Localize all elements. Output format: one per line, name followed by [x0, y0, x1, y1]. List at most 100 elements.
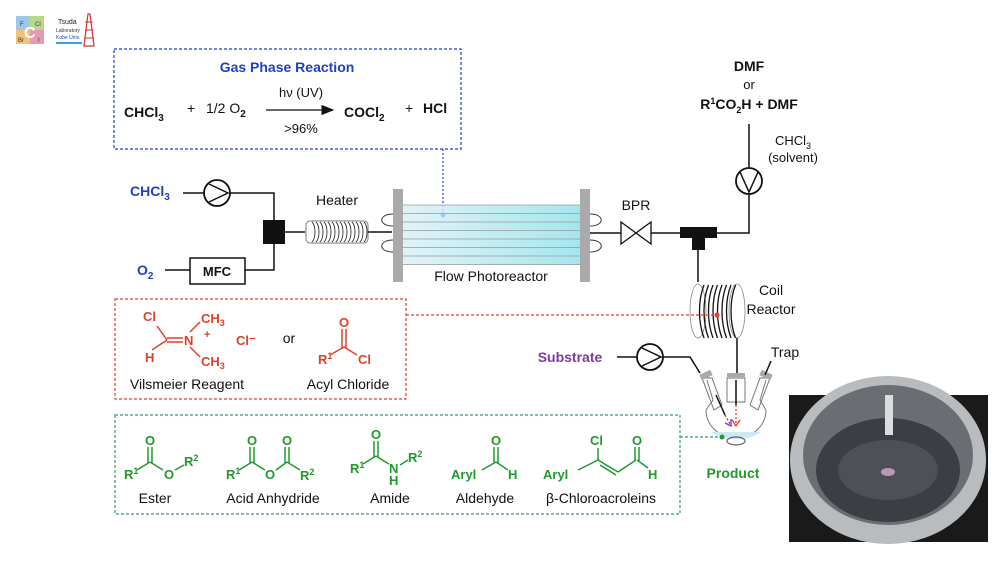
- solvent-label: (solvent): [768, 150, 818, 165]
- reagent-dmf: DMF: [734, 58, 765, 74]
- bpr-valve: BPR: [590, 193, 750, 282]
- svg-text:H: H: [648, 467, 657, 482]
- logo-cell-cl: [30, 16, 44, 30]
- photoreactor-label: Flow Photoreactor: [434, 268, 548, 284]
- reagent-feed: DMF or R1CO2H + DMF CHCl3 (solvent): [700, 58, 818, 195]
- product-amide: Amide: [370, 490, 410, 506]
- svg-text:H: H: [389, 473, 398, 488]
- logo-i: I: [38, 38, 40, 44]
- logo-cl: Cl: [35, 22, 41, 28]
- svg-text:Cl: Cl: [590, 433, 603, 448]
- svg-text:N: N: [389, 461, 398, 476]
- reactant-o2: 1/2 O2: [206, 100, 246, 120]
- gas-phase-reaction-box: Gas Phase Reaction CHCl3 + 1/2 O2 COCl2 …: [113, 48, 462, 218]
- solvent-chcl3: CHCl3: [775, 133, 811, 151]
- svg-text:R2: R2: [408, 449, 422, 465]
- svg-text:CH3: CH3: [201, 354, 225, 371]
- vilsmeier-structure: Cl H N + CH3 CH3 Cl⁻: [143, 309, 256, 371]
- coil-label-2: Reactor: [746, 301, 795, 317]
- mfc-box: [189, 257, 246, 285]
- svg-text:Cl⁻: Cl⁻: [236, 333, 256, 348]
- substrate-label: Substrate: [538, 349, 603, 365]
- logo-underline: [56, 42, 82, 44]
- anhydride-structure: O R1 O O R2: [226, 433, 314, 483]
- flow-photoreactor: Flow Photoreactor: [381, 189, 602, 284]
- ester-structure: O R1 O R2: [124, 433, 198, 482]
- svg-text:R2: R2: [300, 467, 314, 483]
- aldehyde-structure: O Aryl H: [451, 433, 517, 482]
- substrate-feed: Substrate: [538, 343, 701, 374]
- plus-sign: +: [187, 100, 195, 116]
- amide-structure: O R1 N H R2: [350, 427, 422, 488]
- logo-line-3: Kobe Univ.: [56, 35, 80, 41]
- coil-label-1: Coil: [759, 282, 783, 298]
- vilsmeier-name: Vilsmeier Reagent: [130, 376, 244, 392]
- svg-text:CH3: CH3: [201, 311, 225, 328]
- logo-c: C: [24, 25, 36, 42]
- svg-text:O: O: [265, 467, 275, 482]
- logo-f: F: [20, 22, 24, 28]
- intermediates-box: Cl H N + CH3 CH3 Cl⁻ Vilsmeier Reagent o…: [114, 298, 720, 400]
- pump-icon: [735, 167, 763, 195]
- acyl-chloride-name: Acyl Chloride: [307, 376, 390, 392]
- logo-line-1: Tsuda: [58, 19, 77, 26]
- svg-text:O: O: [247, 433, 257, 448]
- logo-cell-i: [30, 30, 44, 44]
- svg-text:O: O: [145, 433, 155, 448]
- coil-reactor: Coil Reactor: [689, 282, 796, 374]
- svg-text:O: O: [371, 427, 381, 442]
- product-chloroacrolein: β-Chloroacroleins: [546, 490, 656, 506]
- plus-sign-2: +: [405, 100, 413, 116]
- three-neck-flask: Trap Product: [699, 344, 799, 481]
- svg-text:O: O: [632, 433, 642, 448]
- product-aldehyde: Aldehyde: [456, 490, 515, 506]
- svg-text:O: O: [282, 433, 292, 448]
- heater-coil: Heater: [305, 192, 392, 244]
- svg-text:R1: R1: [124, 466, 138, 482]
- valve-icon: [620, 220, 652, 246]
- reactant-chcl3: CHCl3: [124, 104, 164, 124]
- logo-br: Br: [18, 38, 24, 44]
- trap-label: Trap: [771, 344, 799, 360]
- svg-text:Cl: Cl: [358, 352, 371, 367]
- mixer-junction: [263, 220, 285, 244]
- t-junction: [680, 227, 717, 250]
- flask-photo: [789, 376, 988, 544]
- svg-text:O: O: [491, 433, 501, 448]
- heater-label: Heater: [316, 192, 358, 208]
- svg-text:O: O: [164, 467, 174, 482]
- svg-text:Aryl: Aryl: [543, 467, 568, 482]
- svg-text:R2: R2: [184, 453, 198, 469]
- svg-text:O: O: [339, 315, 349, 330]
- mfc-label: MFC: [203, 264, 232, 279]
- reagent-or: or: [743, 77, 755, 92]
- logo-cell-br: [16, 30, 30, 44]
- chcl3-input-label: CHCl3: [130, 183, 170, 203]
- svg-text:Cl: Cl: [143, 309, 156, 324]
- reagent-acid-dmf: R1CO2H + DMF: [700, 96, 798, 115]
- reaction-condition-uv: hν (UV): [279, 85, 323, 100]
- svg-text:H: H: [145, 350, 154, 365]
- acyl-chloride-structure: O R1 Cl: [318, 315, 371, 367]
- pump-icon: [636, 343, 664, 371]
- or-label: or: [283, 330, 296, 346]
- svg-text:N: N: [184, 333, 193, 348]
- pump-icon: [203, 179, 231, 207]
- o2-input-label: O2: [137, 262, 154, 282]
- product-hcl: HCl: [423, 100, 447, 116]
- reaction-yield: >96%: [284, 121, 318, 136]
- kobe-tower-icon: [83, 13, 95, 47]
- bpr-label: BPR: [622, 197, 651, 213]
- svg-text:R1: R1: [350, 460, 364, 476]
- products-box: O R1 O R2 Ester O R1 O O R2 Acid: [114, 414, 725, 515]
- svg-text:+: +: [204, 329, 210, 341]
- svg-text:R1: R1: [318, 351, 332, 367]
- logo-cell-f: [16, 16, 30, 30]
- logo-line-2: Laboratory: [56, 28, 80, 34]
- product-anhydride: Acid Anhydride: [226, 490, 320, 506]
- stir-bar: [726, 436, 746, 446]
- gas-phase-title: Gas Phase Reaction: [220, 59, 355, 75]
- svg-text:H: H: [508, 467, 517, 482]
- product-label: Product: [707, 465, 760, 481]
